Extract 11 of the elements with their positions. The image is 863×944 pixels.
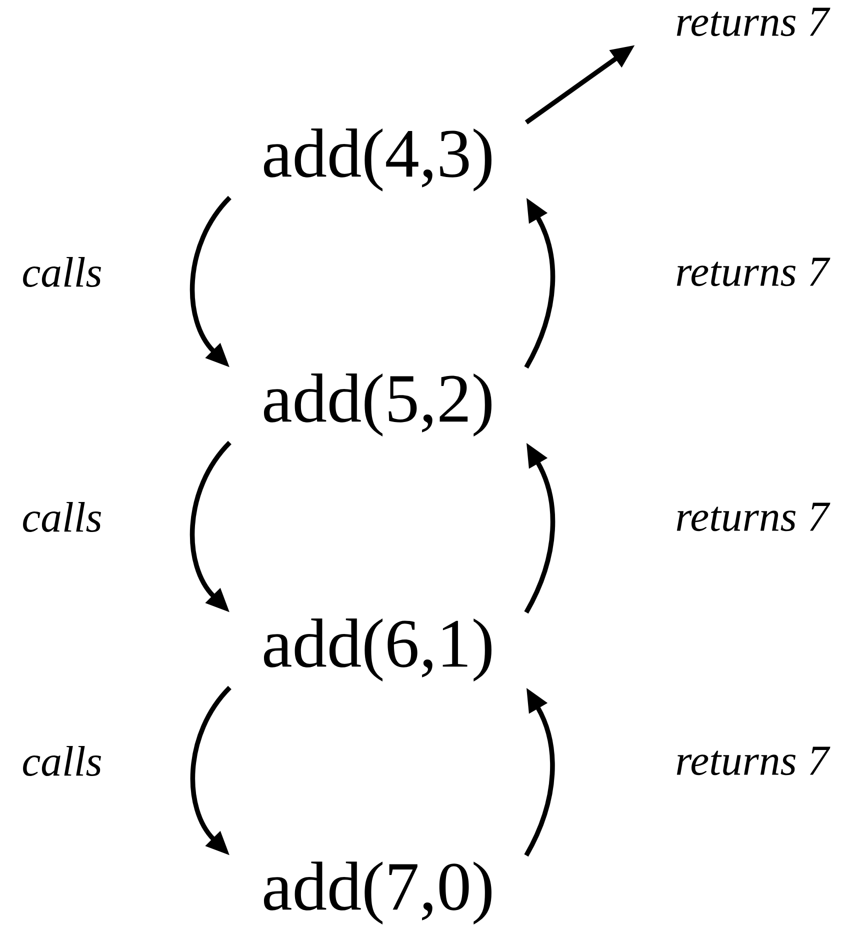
edge-label: returns 7 — [674, 6, 830, 38]
edge-label: returns 7 — [674, 256, 830, 288]
edge-label: returns 7 — [674, 501, 830, 533]
call-text: add(5,2) — [264, 374, 492, 436]
call-text: add(4,3) — [264, 128, 492, 192]
edge-label: calls — [20, 256, 104, 288]
call-text: add(7,0) — [264, 862, 492, 924]
edge-label: calls — [20, 500, 104, 534]
edge-label: returns 7 — [674, 745, 830, 777]
call-text: add(6,1) — [264, 618, 492, 682]
edge-label: calls — [20, 744, 104, 778]
